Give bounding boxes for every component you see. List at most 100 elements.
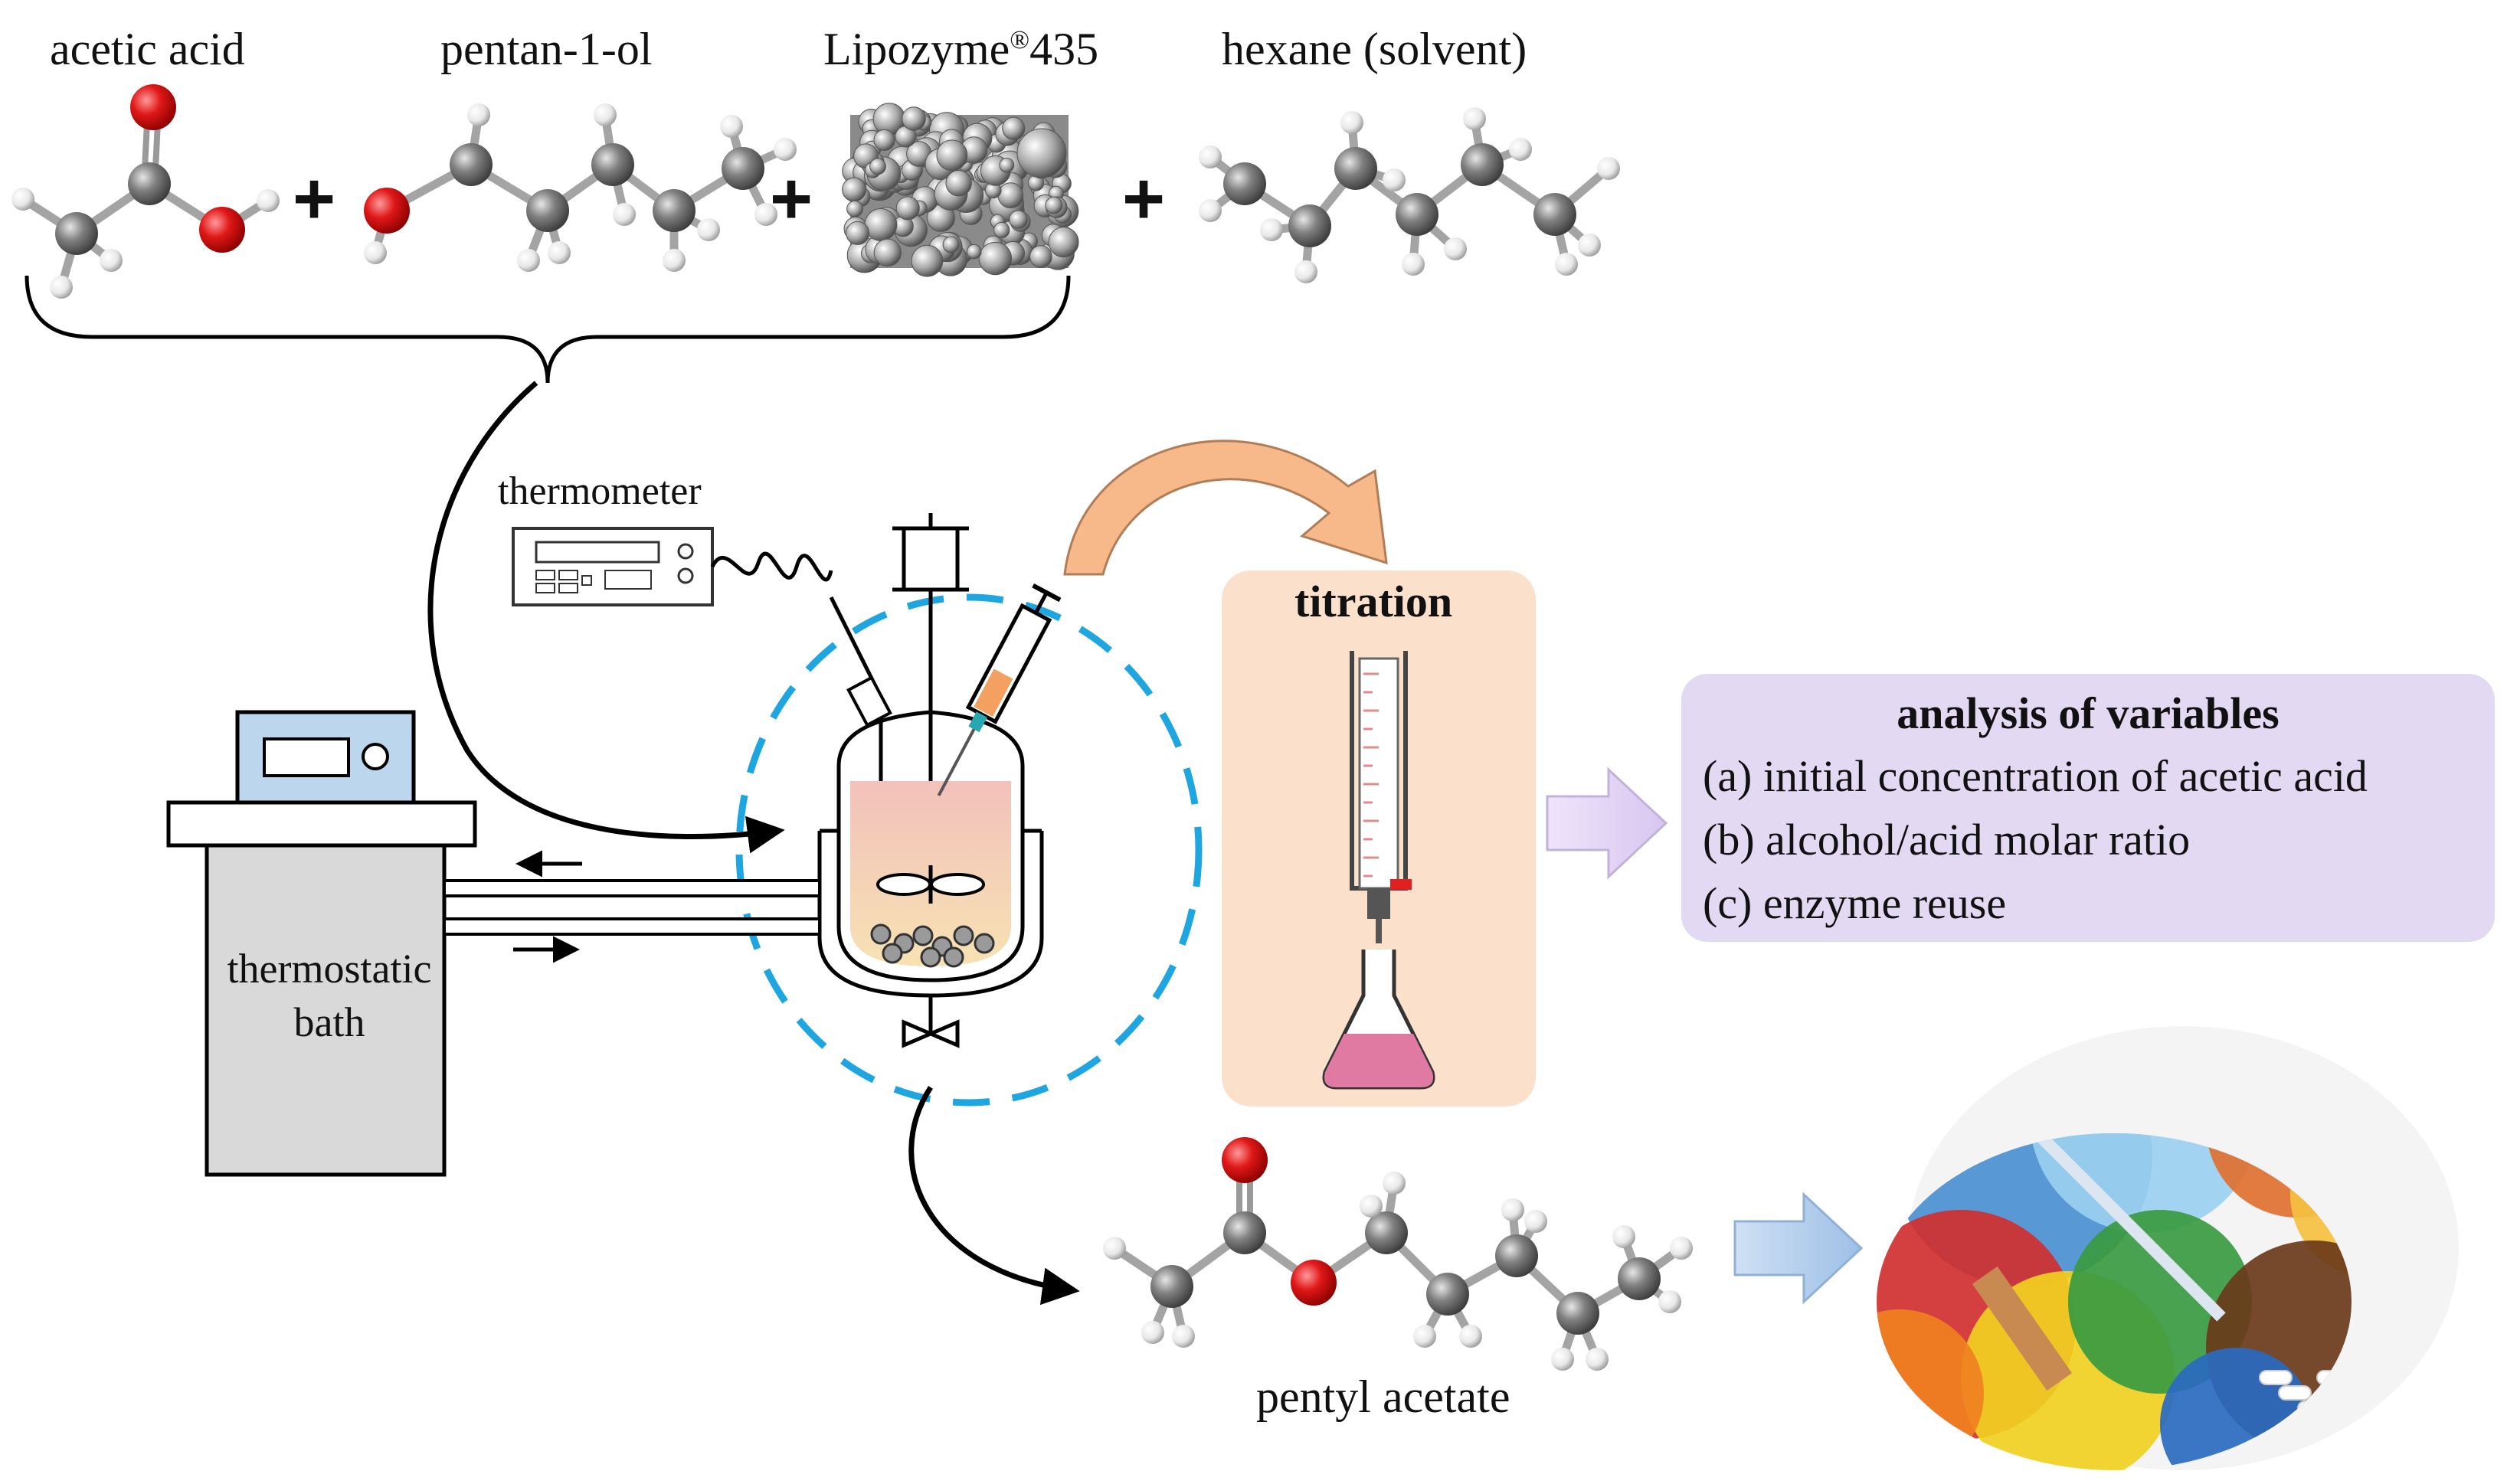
hydrogen-atom	[11, 188, 34, 211]
hydrogen-atom	[1509, 138, 1532, 161]
hydrogen-atom	[1383, 1172, 1406, 1195]
hydrogen-atom	[1199, 199, 1222, 222]
thermostatic-bath	[166, 710, 477, 1177]
oxygen-atom	[130, 84, 176, 130]
molecule-models	[11, 84, 1693, 1371]
applications-collage	[1877, 1026, 2459, 1470]
hydrogen-atom	[1578, 234, 1601, 257]
carbon-atom	[450, 143, 493, 186]
hydrogen-atom	[1141, 1321, 1164, 1344]
reagents-brace	[25, 275, 1071, 384]
lipozyme-label: Lipozyme®435	[823, 23, 1098, 76]
lipozyme-name: Lipozyme	[823, 24, 1010, 74]
oxygen-atom	[1291, 1260, 1337, 1306]
carbon-atom	[1426, 1273, 1469, 1316]
analysis-title: analysis of variables	[1897, 688, 2280, 738]
circulation-tubes	[443, 850, 821, 963]
thermometer-port	[846, 675, 892, 727]
hydrogen-atom	[697, 218, 720, 241]
carbon-atom	[1334, 147, 1377, 190]
analysis-item-a: (a) initial concentration of acetic acid	[1703, 751, 2368, 801]
pentyl-acetate-molecule	[1103, 1137, 1693, 1371]
hydrogen-atom	[1459, 1325, 1482, 1348]
sampling-arrow	[1063, 440, 1388, 576]
bath-label-line-1: thermostatic	[227, 946, 432, 992]
hydrogen-atom	[1501, 1198, 1524, 1221]
hydrogen-atom	[1260, 218, 1283, 241]
analysis-arrow	[1546, 767, 1668, 880]
lipozyme-sem-image	[842, 103, 1079, 277]
carbon-atom	[1556, 1292, 1599, 1335]
registered-mark: ®	[1010, 26, 1030, 54]
hydrogen-atom	[1524, 1210, 1547, 1233]
hydrogen-atom	[1597, 157, 1620, 180]
carbon-atom	[1288, 204, 1331, 247]
hydrogen-atom	[1340, 111, 1363, 134]
hydrogen-atom	[1172, 1325, 1195, 1348]
carbon-atom	[128, 162, 171, 205]
plus-sign-3: +	[1122, 158, 1166, 240]
hydrogen-atom	[1413, 1325, 1436, 1348]
hexane-molecule	[1199, 107, 1620, 283]
reactor-vessel	[817, 710, 1044, 1022]
hydrogen-atom	[754, 203, 777, 226]
carbon-atom	[591, 143, 634, 186]
bath-label-line-2: bath	[293, 999, 365, 1045]
oxygen-atom	[1222, 1137, 1268, 1183]
hydrogen-atom	[1658, 1290, 1681, 1313]
hydrogen-atom	[364, 241, 387, 264]
carbon-atom	[1396, 193, 1438, 236]
thermometer-device-icon	[512, 527, 714, 606]
hydrogen-atom	[467, 103, 490, 126]
oxygen-atom	[199, 207, 245, 253]
pentyl-acetate-label: pentyl acetate	[1256, 1371, 1510, 1422]
carbon-atom	[1150, 1265, 1193, 1308]
hydrogen-atom	[257, 189, 280, 212]
product-arrow	[908, 1086, 1080, 1306]
carbon-atom	[1618, 1257, 1661, 1300]
feed-arrow	[427, 381, 785, 854]
hydrogen-atom	[594, 103, 617, 126]
reactor-focus-ring	[735, 593, 1203, 1106]
valve-icon	[902, 1011, 960, 1048]
carbon-atom	[1461, 143, 1504, 186]
hexane-label: hexane (solvent)	[1222, 24, 1527, 74]
burette-icon	[1350, 651, 1412, 990]
carbon-atom	[1533, 193, 1576, 236]
carbon-atom	[526, 189, 569, 232]
hydrogen-atom	[1199, 145, 1222, 168]
thermometer-label: thermometer	[498, 469, 702, 513]
thermostatic-bath-label: thermostatic bath	[207, 942, 452, 1049]
hydrogen-atom	[1551, 1348, 1574, 1371]
plus-sign-1: +	[293, 158, 336, 240]
hydrogen-atom	[50, 276, 73, 299]
erlenmeyer-flask-icon	[1322, 950, 1435, 1090]
oxygen-atom	[364, 188, 410, 234]
hydrogen-atom	[1670, 1237, 1693, 1260]
hydrogen-atom	[1555, 253, 1578, 276]
carbon-atom	[722, 147, 764, 190]
acetic-acid-molecule	[11, 84, 280, 299]
hydrogen-atom	[1360, 1195, 1383, 1218]
hydrogen-atom	[1463, 107, 1486, 130]
carbon-atom	[1223, 162, 1266, 205]
carbon-atom	[1495, 1234, 1538, 1277]
thermometer-cable	[710, 551, 833, 582]
hydrogen-atom	[1402, 253, 1425, 276]
plus-sign-2: +	[770, 158, 813, 240]
hydrogen-atom	[1612, 1225, 1635, 1248]
hydrogen-atom	[1294, 260, 1317, 283]
carbon-atom	[1223, 1211, 1266, 1254]
hydrogen-atom	[774, 138, 797, 161]
hydrogen-atom	[663, 249, 686, 272]
hydrogen-atom	[517, 249, 540, 272]
hydrogen-atom	[1103, 1237, 1126, 1260]
lipozyme-number: 435	[1029, 24, 1099, 74]
hydrogen-atom	[1383, 168, 1406, 191]
hydrogen-atom	[1444, 237, 1467, 260]
hydrogen-atom	[548, 241, 571, 264]
hydrogen-atom	[100, 249, 123, 272]
hydrogen-atom	[720, 115, 743, 138]
